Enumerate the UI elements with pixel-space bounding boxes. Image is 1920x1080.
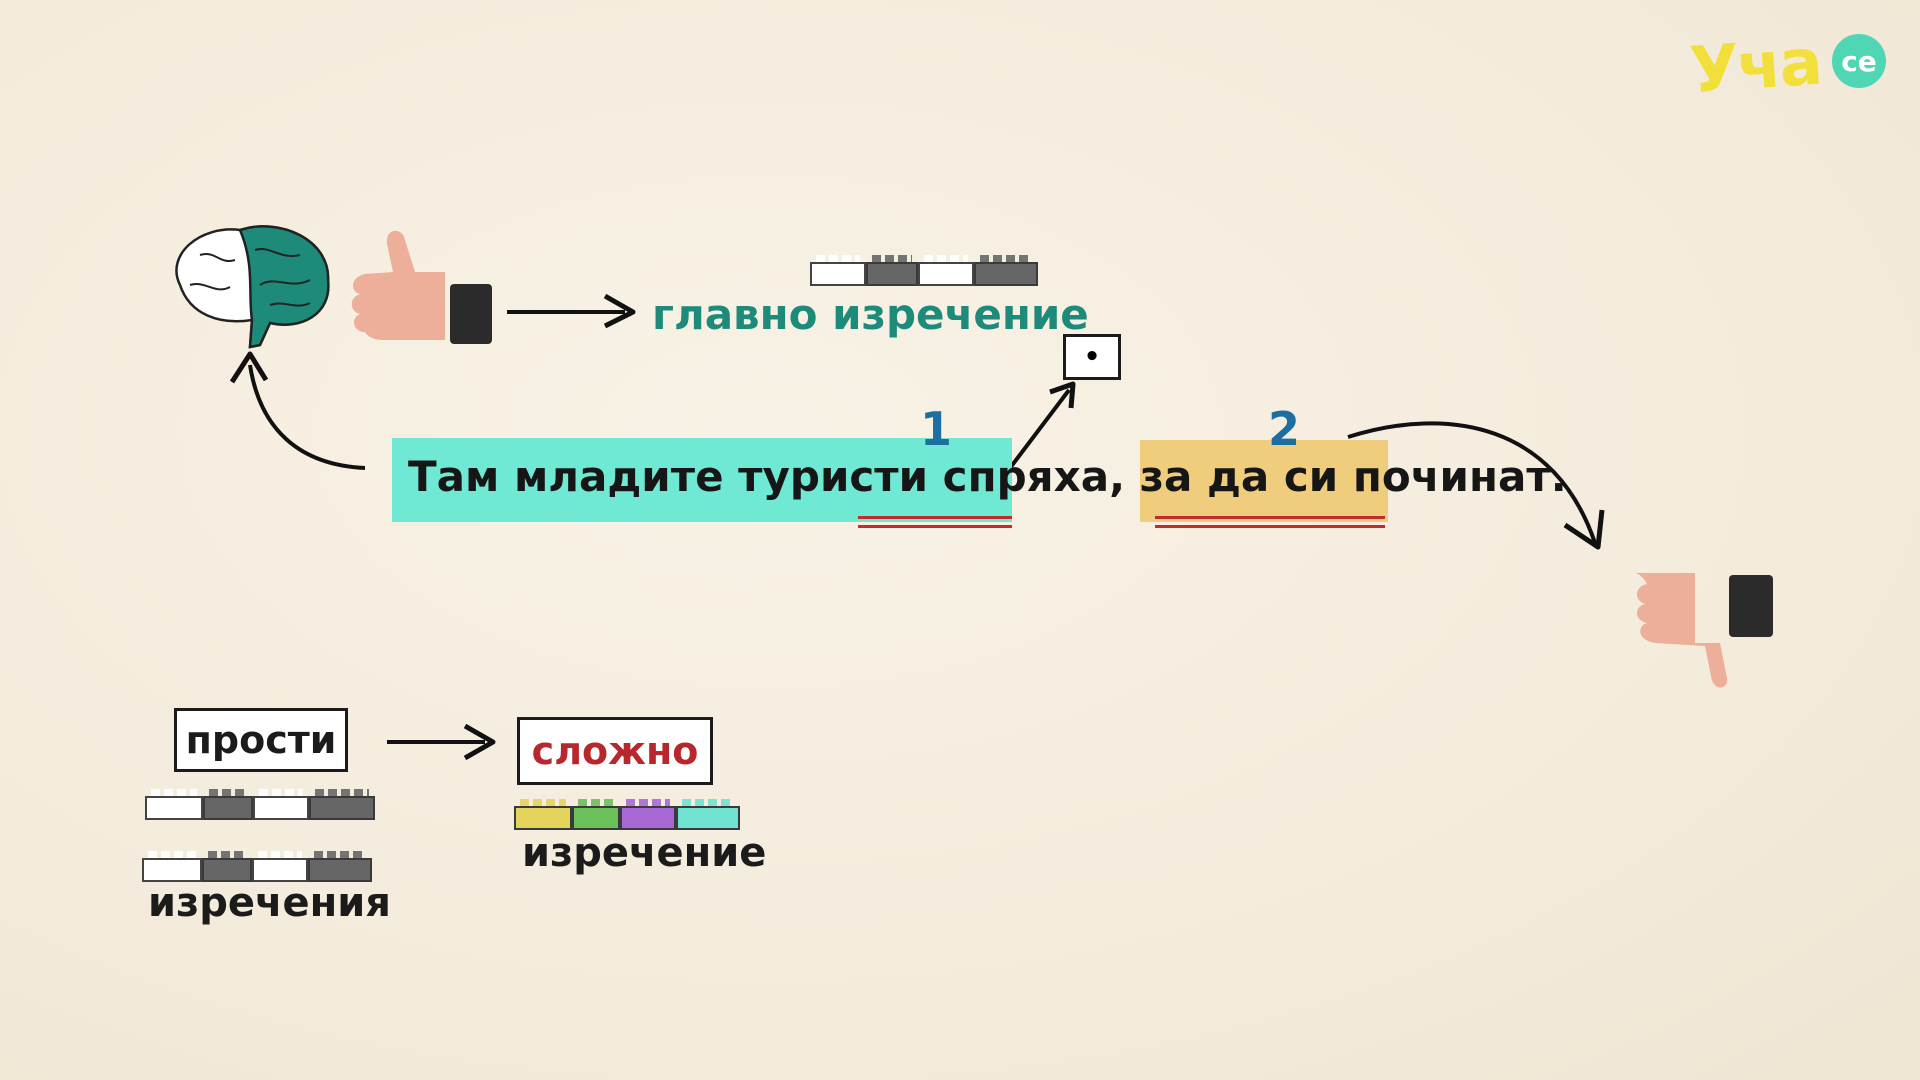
main-clause-highlight (392, 438, 1012, 522)
clause-number-1: 1 (920, 402, 953, 456)
sentence-main-clause: Там младите туристи спряха (408, 452, 1110, 501)
predicate-underline-2b (1155, 525, 1385, 528)
thumbs-down-icon (1635, 573, 1773, 688)
lego-brick-icon (810, 255, 1038, 286)
predicate-underline-2a (1155, 516, 1385, 519)
arrow-icon (1008, 381, 1076, 470)
simple-box-label: прости (185, 718, 337, 762)
complex-box: сложно (517, 717, 713, 785)
predicate-underline-1b (858, 525, 1012, 528)
main-clause-label: главно изречение (652, 290, 1089, 339)
arrow-icon (387, 723, 496, 761)
predicate-underline-1a (858, 516, 1012, 519)
lego-brick-icon (145, 789, 375, 820)
example-sentence: Там младите туристи спряха, за да си поч… (408, 452, 1567, 501)
lego-brick-icon (142, 851, 372, 882)
comma-box: • (1063, 334, 1121, 380)
lego-brick-icon (514, 799, 740, 830)
thumbs-up-icon (351, 230, 492, 344)
sentence-subordinate-clause: си починат. (1283, 452, 1567, 501)
arrow-icon (229, 351, 366, 470)
logo-text: Уча (1687, 25, 1823, 109)
subordinate-clause-highlight (1140, 440, 1388, 522)
simple-box: прости (174, 708, 348, 772)
comma-symbol: • (1083, 342, 1101, 372)
arrow-icon (1347, 421, 1605, 550)
logo-badge: се (1832, 34, 1886, 88)
complex-box-label: сложно (531, 729, 699, 773)
clause-number-2: 2 (1268, 402, 1301, 456)
simple-caption: изречения (148, 880, 391, 926)
complex-caption: изречение (522, 830, 767, 876)
sentence-conjunction: , за да (1109, 452, 1284, 501)
brain-icon (175, 225, 330, 349)
arrow-icon (507, 293, 636, 329)
